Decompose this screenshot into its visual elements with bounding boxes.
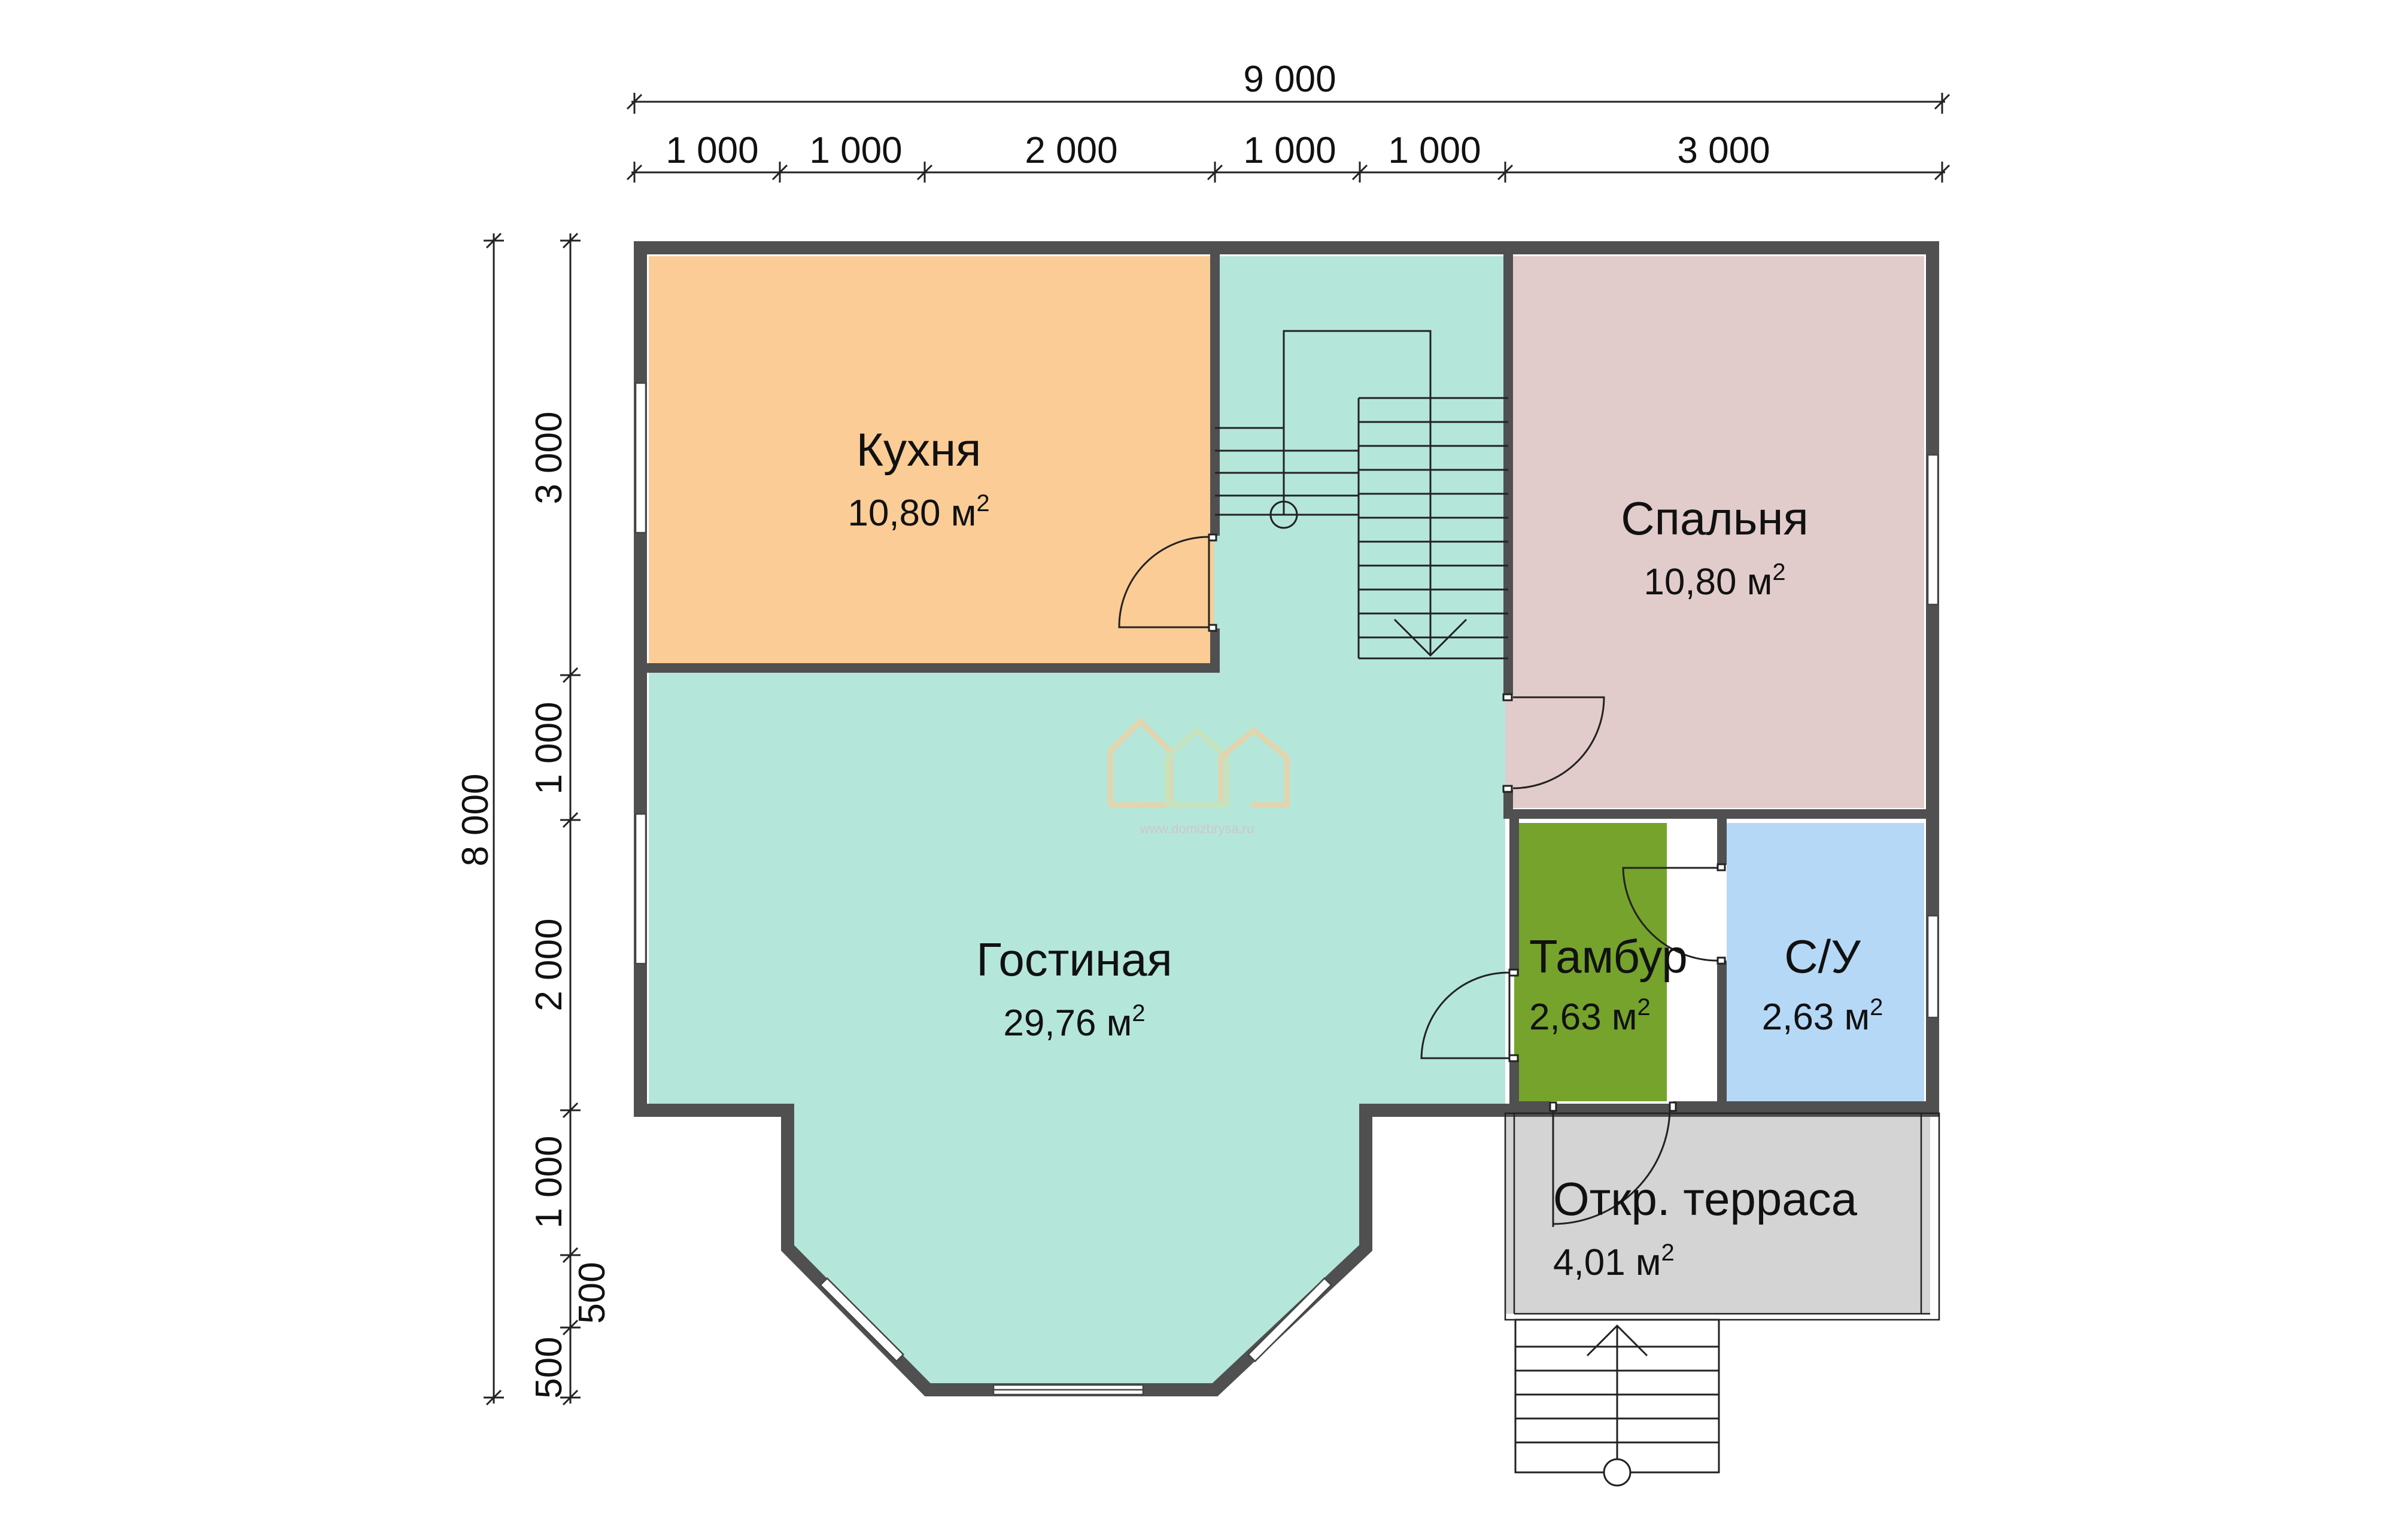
left-dim-5: 500 (572, 1262, 613, 1323)
bathroom-window (1927, 915, 1939, 1019)
kitchen-door (1118, 536, 1210, 628)
doors (1118, 533, 1726, 1227)
top-total-dimension: 9 000 (1243, 59, 1336, 100)
bedroom-window (1927, 454, 1939, 606)
left-dim-4: 1 000 (528, 1135, 570, 1228)
interior-stairs (1215, 330, 1508, 660)
vestibule-door (1420, 971, 1511, 1059)
bathroom-door (1622, 867, 1718, 962)
kitchen-name: Кухня (856, 423, 982, 476)
bathroom-fill (1727, 823, 1924, 1101)
living-window (634, 813, 647, 965)
bathroom-area: 2,63 м2 (1762, 994, 1883, 1038)
living-room-area: 29,76 м2 (1003, 1000, 1145, 1044)
left-dimensions: 8 000 3 000 1 000 2 000 1 000 500 500 (455, 232, 613, 1406)
terrace-name: Откр. терраса (1553, 1173, 1858, 1225)
top-dim-1: 1 000 (666, 130, 758, 171)
kitchen-area: 10,80 м2 (847, 490, 989, 534)
living-room-name: Гостиная (976, 933, 1172, 986)
vestibule-area: 2,63 м2 (1529, 994, 1651, 1038)
entrance-stairs (1514, 1319, 1720, 1487)
vestibule-fill (1514, 823, 1667, 1101)
watermark-logo (1107, 717, 1290, 808)
room-labels: Кухня 10,80 м2 Спальня 10,80 м2 Гостиная… (847, 423, 1883, 1283)
top-dim-4: 1 000 (1243, 130, 1336, 171)
bedroom-door (1512, 696, 1605, 789)
kitchen-fill (649, 256, 1214, 664)
left-dim-1: 3 000 (528, 411, 570, 504)
windows (634, 382, 1939, 1396)
bay-window-right (1247, 1277, 1333, 1363)
terrace-area: 4,01 м2 (1553, 1240, 1675, 1283)
bedroom-fill (1505, 256, 1924, 808)
top-dimensions: 9 000 1 000 1 000 2 000 1 000 1 000 3 00… (626, 59, 1951, 183)
top-dim-6: 3 000 (1677, 130, 1770, 171)
bay-window-left (819, 1277, 905, 1363)
bedroom-area: 10,80 м2 (1643, 559, 1785, 603)
terrace-fill (1505, 1113, 1930, 1314)
bathroom-name: С/У (1784, 930, 1861, 983)
left-dim-6: 500 (528, 1337, 570, 1398)
top-dim-5: 1 000 (1388, 130, 1481, 171)
kitchen-window (634, 382, 647, 534)
entrance-door (1552, 1105, 1671, 1227)
living-room-fill (649, 256, 1505, 1390)
bedroom-name: Спальня (1621, 492, 1808, 545)
top-dim-2: 1 000 (809, 130, 902, 171)
left-dim-3: 2 000 (528, 918, 570, 1011)
left-dim-2: 1 000 (528, 701, 570, 794)
top-dim-3: 2 000 (1025, 130, 1117, 171)
terrace-outline (1504, 1112, 1940, 1321)
vestibule-name: Тамбур (1529, 930, 1688, 983)
room-fills (649, 256, 1930, 1390)
left-total-dimension: 8 000 (455, 773, 496, 866)
watermark-url: www.domizbrysa.ru (1140, 821, 1254, 836)
